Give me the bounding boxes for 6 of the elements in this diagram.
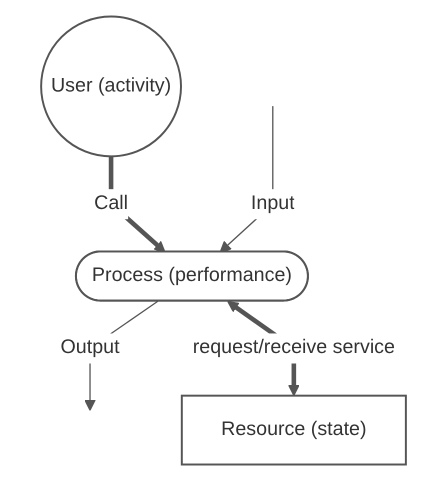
- edge-label: Output: [60, 336, 120, 358]
- edge-label: request/receive service: [192, 336, 395, 358]
- node-box: Resource (state): [180, 394, 407, 466]
- edge-label: Call: [94, 192, 128, 214]
- node-circle: User (activity): [40, 16, 182, 158]
- edge-label: Input: [250, 192, 295, 214]
